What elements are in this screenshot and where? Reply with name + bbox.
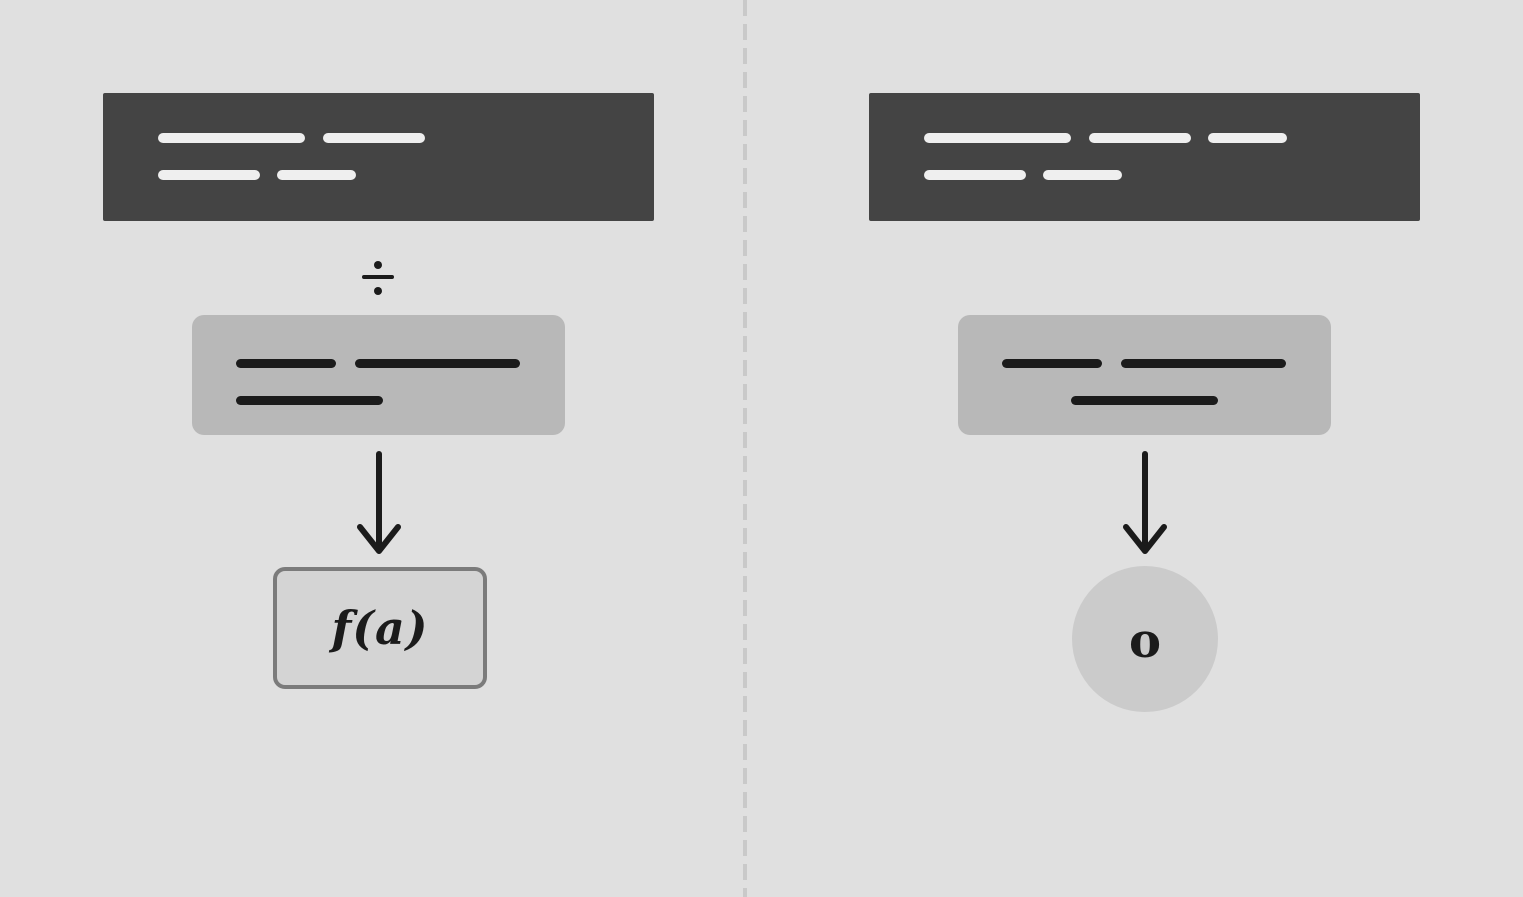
division-dot-top [374,261,382,269]
placeholder-text-line [1071,396,1218,405]
placeholder-text-line [924,133,1071,143]
division-dot-bottom [374,287,382,295]
left-panel: f(a) [0,0,743,897]
placeholder-text-line [355,359,520,368]
placeholder-text-line [236,359,336,368]
placeholder-text-line [236,396,383,405]
placeholder-text-line [158,133,305,143]
left-result-box: f(a) [273,567,487,689]
down-arrow-icon [357,451,401,554]
placeholder-text-line [1208,133,1287,143]
division-sign-icon [360,256,396,300]
placeholder-text-line [323,133,425,143]
placeholder-text-line [1043,170,1122,180]
left-input-block [103,93,654,221]
placeholder-text-line [1089,133,1191,143]
placeholder-text-line [158,170,260,180]
right-panel: o [747,0,1523,897]
division-bar [362,275,394,279]
down-arrow-icon [1123,451,1167,554]
right-input-block [869,93,1420,221]
placeholder-text-line [1121,359,1286,368]
right-process-block [958,315,1331,435]
placeholder-text-line [277,170,356,180]
result-label: o [1128,613,1161,669]
panel-divider [743,0,747,897]
right-result-circle: o [1072,566,1218,712]
left-process-block [192,315,565,435]
placeholder-text-line [1002,359,1102,368]
result-label: f(a) [331,601,429,655]
placeholder-text-line [924,170,1026,180]
